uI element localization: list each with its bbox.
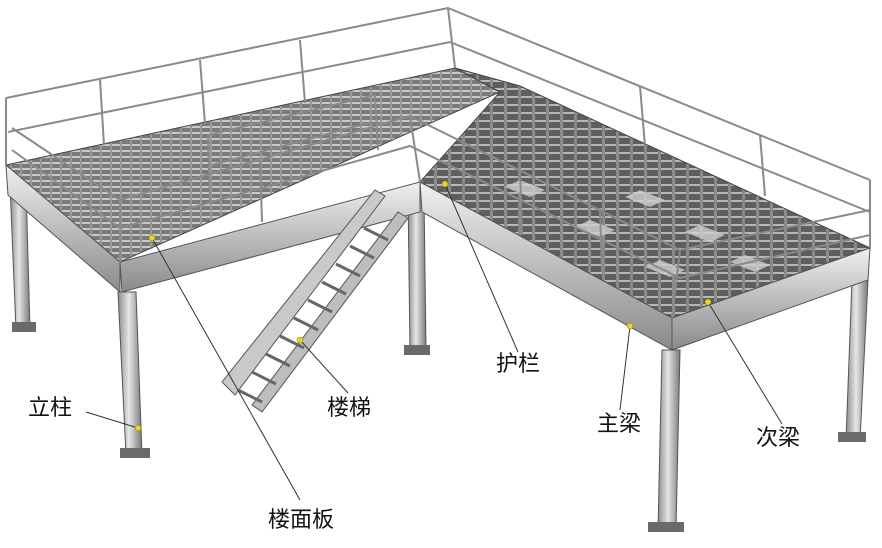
guardrail	[5, 6, 871, 319]
markers	[134, 180, 712, 432]
stair-stringer-left	[221, 189, 386, 396]
label-guardrail: 护栏	[496, 352, 541, 377]
leader-stair	[299, 339, 349, 394]
marker-floor	[148, 234, 156, 242]
leader-lines	[85, 183, 783, 501]
marker-main-beam	[626, 322, 634, 330]
marker-secondary-beam	[704, 298, 712, 306]
leader-guardrail	[444, 183, 519, 353]
leader-column	[85, 411, 139, 429]
label-stair: 楼梯	[327, 396, 372, 421]
marker-stair	[296, 336, 304, 344]
stair	[221, 189, 409, 413]
leader-floor	[151, 237, 301, 501]
beam-front-middle	[119, 181, 421, 293]
columns	[9, 184, 869, 442]
column-right	[845, 279, 869, 441]
column-center	[407, 194, 427, 351]
front-columns	[117, 291, 684, 532]
leader-secondary-beam	[707, 301, 783, 425]
marker-column	[134, 424, 142, 432]
label-main-beam: 主梁	[597, 412, 642, 437]
column-front-right	[657, 349, 681, 531]
label-column: 立柱	[28, 396, 73, 421]
label-secondary-beam: 次梁	[756, 426, 801, 451]
marker-guardrail	[441, 180, 449, 188]
label-floor-plate: 楼面板	[268, 508, 335, 533]
leader-main-beam	[619, 325, 631, 411]
